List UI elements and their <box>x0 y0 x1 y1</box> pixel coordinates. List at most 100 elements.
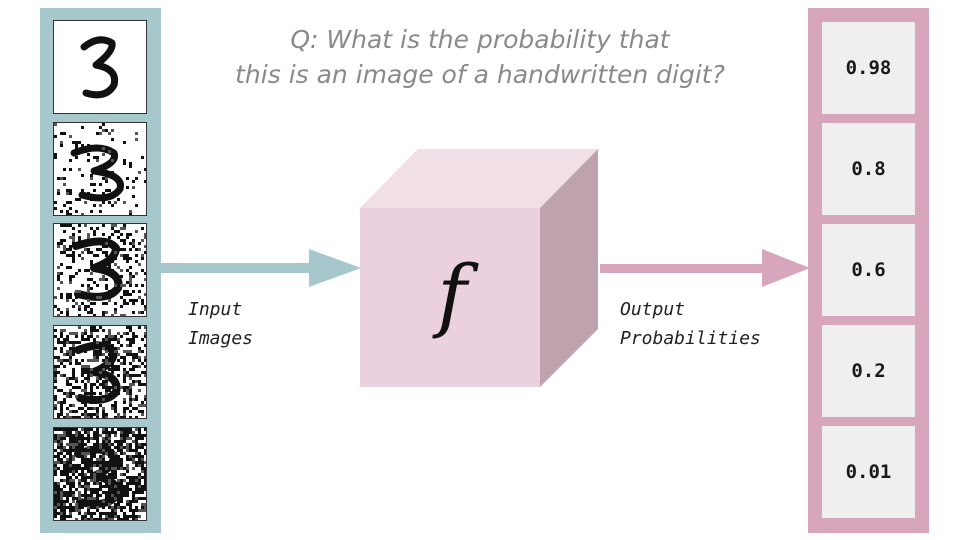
noise-pixel <box>144 485 146 488</box>
noise-pixel <box>63 515 66 518</box>
noise-pixel <box>108 332 111 335</box>
noise-pixel <box>111 428 114 431</box>
noise-pixel <box>120 461 123 464</box>
noise-pixel <box>123 332 126 335</box>
noise-pixel <box>114 467 117 470</box>
noise-pixel <box>93 497 96 500</box>
noise-pixel <box>123 473 126 476</box>
noise-pixel <box>90 311 93 314</box>
noise-pixel <box>63 503 66 506</box>
noise-pixel <box>102 458 105 461</box>
noise-pixel <box>105 177 108 180</box>
noise-pixel <box>129 443 132 446</box>
noise-pixel <box>60 401 63 404</box>
noise-pixel <box>69 207 72 210</box>
noise-pixel <box>66 293 69 296</box>
noise-pixel <box>135 230 138 233</box>
noise-pixel <box>75 198 78 201</box>
noise-pixel <box>108 467 111 470</box>
noise-pixel <box>60 335 63 338</box>
noise-pixel <box>54 434 57 437</box>
noise-pixel <box>123 479 126 482</box>
noise-pixel <box>84 503 87 506</box>
noise-pixel <box>102 233 105 236</box>
noise-pixel <box>69 236 72 239</box>
noise-pixel <box>57 503 60 506</box>
noise-pixel <box>102 461 105 464</box>
noise-pixel <box>132 518 135 520</box>
noise-pixel <box>114 482 117 485</box>
noise-pixel <box>87 407 90 410</box>
noise-pixel <box>69 201 72 204</box>
noise-pixel <box>99 269 102 272</box>
digit-image-noise-max <box>53 427 147 521</box>
noise-pixel <box>111 335 114 338</box>
noise-pixel <box>96 248 99 251</box>
noise-pixel <box>75 395 78 398</box>
noise-pixel <box>72 242 75 245</box>
noise-pixel <box>60 497 63 500</box>
noise-pixel <box>75 446 78 449</box>
noise-pixel <box>117 365 120 368</box>
noise-pixel <box>54 449 57 452</box>
noise-pixel <box>132 497 135 500</box>
noise-pixel <box>108 431 111 434</box>
noise-pixel <box>57 455 60 458</box>
noise-pixel <box>102 446 105 449</box>
noise-pixel <box>117 482 120 485</box>
noise-pixel <box>108 341 111 344</box>
output-label-line-2: Probabilities <box>620 328 761 349</box>
noise-pixel <box>63 470 66 473</box>
noise-pixel <box>108 266 111 269</box>
noise-pixel <box>69 347 72 350</box>
noise-pixel <box>135 497 138 500</box>
noise-pixel <box>102 365 105 368</box>
noise-pixel <box>78 269 81 272</box>
noise-pixel <box>81 126 84 129</box>
noise-pixel <box>63 168 66 171</box>
noise-pixel <box>144 449 146 452</box>
noise-pixel <box>63 392 66 395</box>
noise-pixel <box>81 470 84 473</box>
noise-pixel <box>141 503 144 506</box>
noise-pixel <box>141 254 144 257</box>
noise-pixel <box>60 347 63 350</box>
noise-pixel <box>69 470 72 473</box>
noise-pixel <box>102 177 105 180</box>
noise-pixel <box>78 416 81 418</box>
noise-pixel <box>144 278 146 281</box>
noise-pixel <box>105 296 108 299</box>
noise-pixel <box>132 374 135 377</box>
noise-pixel <box>84 458 87 461</box>
noise-pixel <box>78 314 81 316</box>
noise-pixel <box>60 518 63 520</box>
noise-pixel <box>72 251 75 254</box>
noise-pixel <box>129 389 132 392</box>
noise-pixel <box>90 428 93 431</box>
noise-pixel <box>132 239 135 242</box>
noise-pixel <box>69 350 72 353</box>
noise-pixel <box>129 449 132 452</box>
noise-pixel <box>108 374 111 377</box>
noise-pixel <box>57 440 60 443</box>
noise-pixel <box>84 518 87 520</box>
noise-pixel <box>78 326 81 329</box>
noise-pixel <box>132 365 135 368</box>
noise-pixel <box>126 374 129 377</box>
noise-pixel <box>72 344 75 347</box>
noise-pixel <box>141 156 144 159</box>
noise-pixel <box>72 341 75 344</box>
noise-pixel <box>126 458 129 461</box>
noise-pixel <box>126 443 129 446</box>
noise-pixel <box>96 386 99 389</box>
noise-pixel <box>132 431 135 434</box>
noise-pixel <box>69 359 72 362</box>
noise-pixel <box>135 461 138 464</box>
noise-pixel <box>72 299 75 302</box>
noise-pixel <box>102 467 105 470</box>
noise-pixel <box>138 455 141 458</box>
noise-pixel <box>105 180 108 183</box>
noise-pixel <box>132 335 135 338</box>
noise-pixel <box>105 284 108 287</box>
noise-pixel <box>102 485 105 488</box>
